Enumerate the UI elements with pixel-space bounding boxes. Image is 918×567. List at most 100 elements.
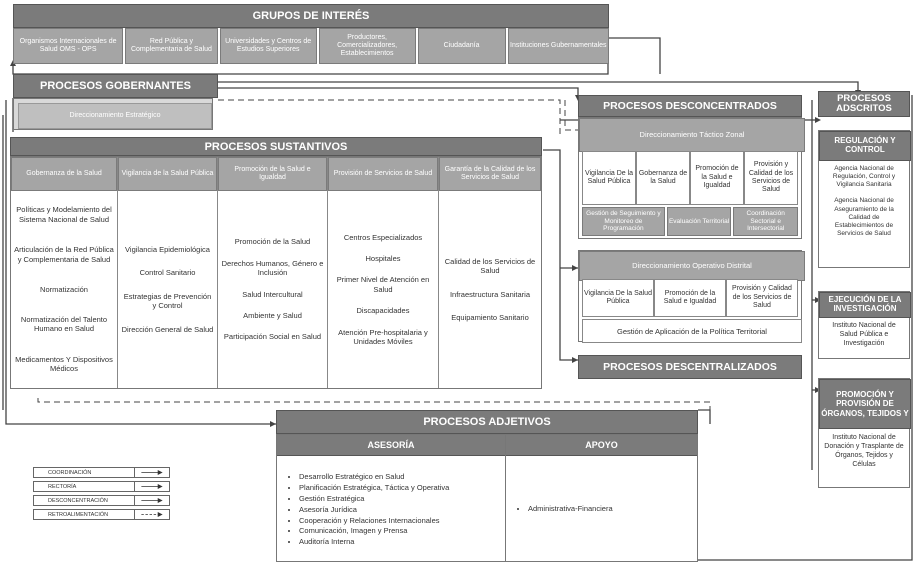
col-item: Equipamiento Sanitario — [451, 312, 529, 322]
col-items: Políticas y Modelamiento del Sistema Nac… — [11, 191, 117, 388]
sustantivos-table: Gobernanza de la Salud Políticas y Model… — [10, 156, 542, 389]
col-item: Participación Social en Salud — [223, 332, 322, 342]
legend-row-desconcentracion: DESCONCENTRACIÓN — [33, 495, 170, 506]
col-item: Normatización del Talento Humano en Salu… — [20, 315, 108, 334]
col-item: Discapacidades — [356, 306, 410, 316]
investigacion-title: EJECUCIÓN DE LA INVESTIGACIÓN — [819, 292, 911, 318]
col-items: Promoción de la Salud Derechos Humanos, … — [218, 191, 327, 388]
sustantivos-col: Provisión de Servicios de Salud Centros … — [328, 157, 439, 388]
regulacion-box: REGULACIÓN Y CONTROL Agencia Nacional de… — [818, 130, 911, 268]
apoyo-col: APOYO Administrativa-Financiera — [506, 435, 697, 561]
sustantivos-col: Promoción de la Salud e Igualdad Promoci… — [218, 157, 328, 388]
col-item: Dirección General de Salud — [121, 324, 214, 334]
asesoria-title: ASESORÍA — [277, 435, 505, 456]
apoyo-list: Administrativa-Financiera — [506, 504, 697, 515]
promocion-item: Instituto Nacional de Donación y Traspla… — [824, 434, 904, 469]
legend-row-rectoria: RECTORÍA — [33, 481, 170, 492]
arrow-right-icon — [134, 468, 163, 477]
gobernantes-title: PROCESOS GOBERNANTES — [13, 74, 218, 98]
tactico-cell: Provisión y Calidad de los Servicios de … — [744, 151, 798, 205]
col-item: Ambiente y Salud — [243, 310, 302, 320]
tactico-cell: Gobernanza de la Salud — [636, 151, 690, 205]
investigacion-item: Instituto Nacional de Salud Pública e In… — [832, 322, 896, 347]
asesoria-item: Comunicación, Imagen y Prensa — [299, 526, 505, 537]
legend-row-retroalimentacion: RETROALIMENTACIÓN — [33, 509, 170, 520]
asesoria-item: Gestión Estratégica — [299, 494, 505, 505]
asesoria-item: Asesoría Jurídica — [299, 505, 505, 516]
col-item: Medicamentos Y Dispositivos Médicos — [15, 354, 113, 374]
tactico-cell: Promoción de la Salud e Igualdad — [690, 151, 744, 205]
grupo-item: Red Pública y Complementaria de Salud — [125, 28, 218, 64]
col-item: Calidad de los Servicios de Salud — [444, 256, 536, 276]
col-items: Centros Especializados Hospitales Primer… — [328, 191, 438, 388]
tactico-bottom-cell: Evaluación Territorial — [666, 207, 732, 236]
asesoria-col: ASESORÍA Desarrollo Estratégico en Salud… — [277, 435, 506, 561]
legend-label: RETROALIMENTACIÓN — [48, 511, 109, 518]
col-header: Provisión de Servicios de Salud — [328, 157, 438, 191]
legend-row-coordinacion: COORDINACIÓN — [33, 467, 170, 478]
asesoria-item: Planificación Estratégica, Táctica y Ope… — [299, 483, 505, 494]
asesoria-item: Desarrollo Estratégico en Salud — [299, 472, 505, 483]
adjetivos-table: ASESORÍA Desarrollo Estratégico en Salud… — [276, 434, 698, 562]
tactico-title: Direccionamiento Táctico Zonal — [579, 118, 805, 152]
col-item: Control Sanitario — [139, 268, 196, 278]
operativo-container: Direccionamiento Operativo Distrital Vig… — [578, 250, 805, 343]
grupos-row: Organismos Internacionales de Salud OMS … — [13, 28, 609, 64]
col-items: Vigilancia Epidemiológica Control Sanita… — [118, 191, 217, 388]
regulacion-item: Agencia Nacional de Regulación, Control … — [832, 165, 896, 189]
operativo-cell: Provisión y Calidad de los Servicios de … — [726, 279, 798, 317]
legend-label: DESCONCENTRACIÓN — [48, 497, 108, 504]
operativo-cell: Vigilancia De la Salud Pública — [582, 279, 654, 317]
desconcentrados-title: PROCESOS DESCONCENTRADOS — [578, 95, 802, 117]
dashed-arrow-right-icon — [134, 510, 163, 519]
sustantivos-col: Garantía de la Calidad de los Servicios … — [439, 157, 541, 388]
sustantivos-col: Vigilancia de la Salud Pública Vigilanci… — [118, 157, 218, 388]
col-item: Articulación de la Red Pública y Complem… — [14, 245, 114, 264]
col-item: Estrategias de Prevención y Control — [123, 291, 212, 311]
investigacion-box: EJECUCIÓN DE LA INVESTIGACIÓN Instituto … — [818, 291, 911, 359]
grupo-item: Productores, Comercializadores, Establec… — [318, 28, 416, 64]
operativo-cell: Promoción de la Salud e Igualdad — [654, 279, 726, 317]
tactico-bottom-cell: Gestión de Seguimiento y Monitoreo de Pr… — [582, 207, 665, 236]
gobernantes-container: Direccionamiento Estratégico — [13, 98, 213, 130]
promocion-box: PROMOCIÓN Y PROVISIÓN DE ÓRGANOS, TEJIDO… — [818, 378, 911, 488]
col-item: Normatización — [40, 284, 88, 294]
grupo-item: Instituciones Gubernamentales — [507, 28, 609, 64]
regulacion-items: Agencia Nacional de Regulación, Control … — [823, 165, 905, 238]
tactico-cells: Vigilancia De la Salud Pública Gobernanz… — [582, 151, 798, 205]
arrow-right-icon — [134, 482, 163, 491]
adscritos-title: PROCESOS ADSCRITOS — [818, 91, 910, 117]
col-header: Gobernanza de la Salud — [11, 157, 117, 191]
regulacion-title: REGULACIÓN Y CONTROL — [819, 131, 911, 161]
tactico-bottom-cell: Coordinación Sectorial e Intersectorial — [733, 207, 798, 236]
arrow-right-icon — [134, 496, 163, 505]
col-item: Hospitales — [365, 254, 401, 264]
grupo-item: Universidades y Centros de Estudios Supe… — [219, 28, 317, 64]
col-items: Calidad de los Servicios de Salud Infrae… — [439, 191, 541, 388]
tactico-bottom: Gestión de Seguimiento y Monitoreo de Pr… — [582, 207, 798, 236]
direccionamiento-estrategico: Direccionamiento Estratégico — [18, 103, 212, 129]
operativo-title: Direccionamiento Operativo Distrital — [579, 251, 805, 281]
col-item: Primer Nivel de Atención en Salud — [336, 275, 430, 294]
legend-label: RECTORÍA — [48, 483, 77, 490]
grupo-item: Ciudadanía — [417, 28, 506, 64]
col-item: Vigilancia Epidemiológica — [125, 245, 210, 255]
descentralizados-title: PROCESOS DESCENTRALIZADOS — [578, 355, 802, 379]
col-header: Promoción de la Salud e Igualdad — [218, 157, 327, 191]
col-header: Vigilancia de la Salud Pública — [118, 157, 217, 191]
col-item: Infraestructura Sanitaria — [449, 289, 531, 299]
tactico-cell: Vigilancia De la Salud Pública — [582, 151, 636, 205]
tactico-container: Direccionamiento Táctico Zonal Vigilanci… — [578, 117, 805, 239]
operativo-bottom: Gestión de Aplicación de la Política Ter… — [582, 319, 802, 343]
asesoria-item: Cooperación y Relaciones Internacionales — [299, 516, 505, 527]
col-item: Centros Especializados — [343, 232, 423, 242]
sustantivos-col: Gobernanza de la Salud Políticas y Model… — [11, 157, 118, 388]
grupos-title: GRUPOS DE INTERÉS — [13, 4, 609, 28]
col-item: Atención Pre-hospitalaria y Unidades Móv… — [338, 327, 428, 346]
apoyo-item: Administrativa-Financiera — [528, 504, 697, 515]
col-header: Garantía de la Calidad de los Servicios … — [439, 157, 541, 191]
asesoria-item: Auditoría Interna — [299, 537, 505, 548]
operativo-cells: Vigilancia De la Salud Pública Promoción… — [582, 279, 798, 317]
promocion-title: PROMOCIÓN Y PROVISIÓN DE ÓRGANOS, TEJIDO… — [819, 379, 911, 429]
col-item: Promoción de la Salud — [234, 237, 311, 247]
